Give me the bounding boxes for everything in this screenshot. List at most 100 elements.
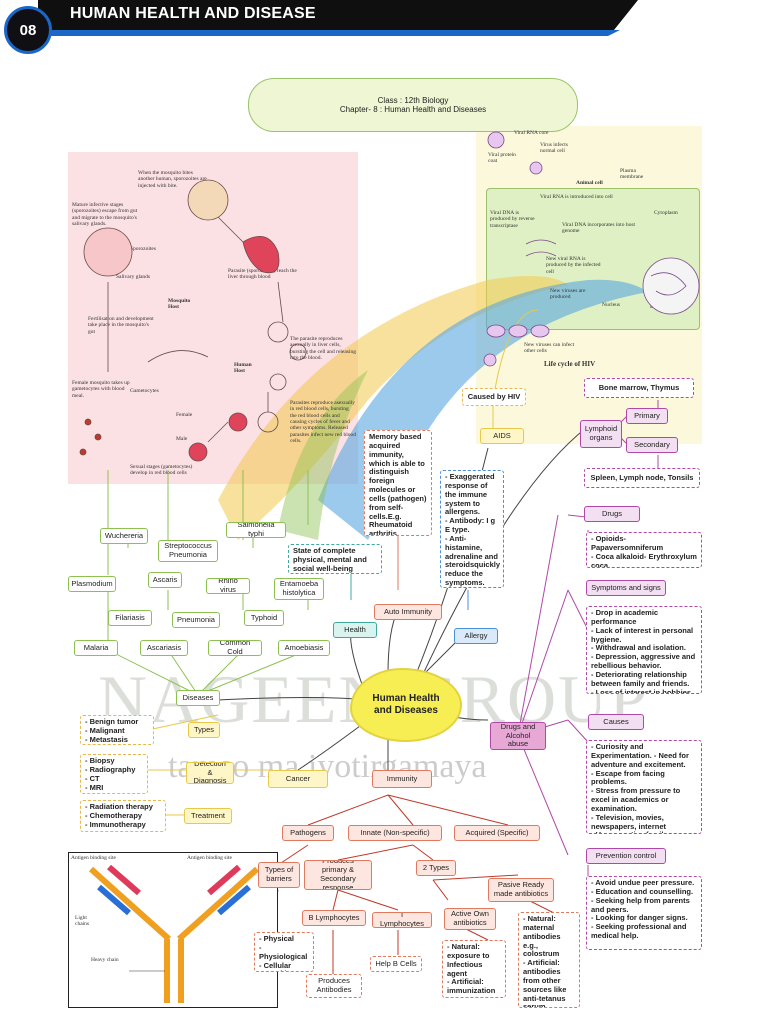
disease-plasmodium: Plasmodium <box>68 576 116 592</box>
hiv-illustration <box>483 131 700 367</box>
hiv-label-nucleus: Nucleus <box>602 302 621 308</box>
malaria-label-male: Male <box>176 436 188 442</box>
pathogen-entamoeba: Entamoeba histolytica <box>274 578 324 600</box>
active-immunity-node: Active Own antibiotics <box>444 908 496 930</box>
cancer-treatment-node: Treatment <box>184 808 232 824</box>
pathogen-ascaris: Ascaris <box>148 572 182 588</box>
pathogen-streptococcus: Streptococcus Pneumonia <box>158 540 218 562</box>
banner-class-line: Class : 12th Biology <box>377 95 449 105</box>
antibody-label-binding-left: Antigen binding site <box>71 855 116 861</box>
health-node: Health <box>333 622 377 638</box>
pathogen-salmonella: Salmonella typhi <box>226 522 286 538</box>
malaria-label-mosquito-host: Mosquito Host <box>168 298 191 311</box>
cancer-detection-list: - Biopsy - Radiography - CT - MRI <box>80 754 148 794</box>
auto-immunity-definition: Memory based acquired immunity, which is… <box>364 430 432 536</box>
antibody-y-shape <box>88 864 260 1003</box>
active-immunity-detail: - Natural: exposure to Infectious agent … <box>442 940 506 998</box>
hiv-label-introduced: Viral RNA is introduced into cell <box>540 194 613 200</box>
hiv-label-infect-other: New viruses can infect other cells <box>524 342 575 355</box>
malaria-label-sporozoites: Sporozoites <box>130 246 156 252</box>
causes-node: Causes <box>588 714 644 730</box>
malaria-label-human-host: Human Host <box>234 362 252 375</box>
symptoms-list: - Drop in academic performance - Lack of… <box>586 606 702 694</box>
drugs-alcohol-abuse-node: Drugs and Alcohol abuse <box>490 722 546 750</box>
aids-node: AIDS <box>480 428 524 444</box>
header-bar <box>38 0 638 30</box>
acquired-immunity-node: Acquired (Specific) <box>454 825 540 841</box>
pathogen-rhino-virus: Rhino virus <box>206 578 250 594</box>
chapter-banner: Class : 12th Biology Chapter- 8 : Human … <box>248 78 578 132</box>
disease-malaria: Malaria <box>74 640 118 656</box>
pathogen-wuchereria: Wuchereria <box>100 528 148 544</box>
aids-cause: Caused by HIV <box>462 388 526 406</box>
disease-amoebiasis: Amoebiasis <box>278 640 330 656</box>
primary-node: Primary <box>626 408 668 424</box>
hiv-label-animal-cell: Animal cell <box>576 180 603 186</box>
malaria-label-female: Female <box>176 412 193 418</box>
hiv-label-rna-core: Viral RNA core <box>514 130 549 136</box>
antibody-label-heavy: Heavy chain <box>91 957 119 963</box>
t-lymphocytes-node: T Lymphocytes <box>372 912 432 928</box>
health-definition: State of complete physical, mental and s… <box>288 544 382 574</box>
immunity-node: Immunity <box>372 770 432 788</box>
passive-immunity-detail: - Natural: maternal antibodies e.g., col… <box>518 912 580 1008</box>
malaria-label-rbc: Parasites reproduce asexually in red blo… <box>290 400 356 444</box>
primary-organs: Bone marrow, Thymus <box>584 378 694 398</box>
header-accent-stripe <box>38 30 620 36</box>
disease-common-cold: Common Cold <box>208 640 262 656</box>
malaria-illustration <box>79 179 307 462</box>
malaria-label-sexual: Sexual stages (gametocytes) develop in r… <box>130 464 193 477</box>
malaria-label-gametocytes: Gametocytes <box>130 388 159 394</box>
cancer-types-list: - Benign tumor - Malignant - Metastasis <box>80 715 154 745</box>
antibody-figure: Antigen binding site Antigen binding sit… <box>68 852 278 1008</box>
innate-immunity-node: Innate (Non-specific) <box>348 825 442 841</box>
chapter-title: HUMAN HEALTH AND DISEASE <box>70 5 316 22</box>
disease-pneumonia: Pneumonia <box>172 612 220 628</box>
cancer-treatment-list: - Radiation therapy - Chemotherapy - Imm… <box>80 800 166 832</box>
secondary-organs: Spleen, Lymph node, Tonsils <box>584 468 700 488</box>
prevention-list: - Avoid undue peer pressure. - Education… <box>586 876 702 950</box>
prevention-node: Prevention control <box>586 848 666 864</box>
malaria-label-fertilisation: Fertilisation and development take place… <box>88 316 154 335</box>
diseases-node: Diseases <box>176 690 220 706</box>
cancer-types-node: Types <box>188 722 220 738</box>
two-types-node: 2 Types <box>416 860 456 876</box>
malaria-label-salivary: Salivary glands <box>116 274 151 280</box>
barrier-types-list: - Physical - Physiological - Cellular - … <box>254 932 314 972</box>
cancer-detection-node: Detection & Diagnosis <box>186 762 234 784</box>
cancer-node: Cancer <box>268 770 328 788</box>
malaria-label-female-mosquito: Female mosquito takes up gametocytes wit… <box>72 380 130 399</box>
pathogens-node: Pathogens <box>282 825 334 841</box>
malaria-label-liver-cells: The parasite reproduces asexually in liv… <box>290 336 356 361</box>
mind-map-sheet: NAGEEN GROUP tamso ma jyotirgamaya <box>68 70 706 1010</box>
produces-antibodies-node: Produces Antibodies <box>306 974 362 998</box>
central-cloud <box>352 670 460 740</box>
immune-response-node: Produces primary & Secondary response <box>304 860 372 890</box>
allergy-definition: - Exaggerated response of the immune sys… <box>440 470 504 588</box>
hiv-label-reverse: Viral DNA is produced by reverse transcr… <box>490 210 535 229</box>
hiv-label-new-rna: New viral RNA is produced by the infecte… <box>546 256 601 275</box>
hiv-label-plasma: Plasma membrane <box>620 168 644 181</box>
hiv-label-new-viruses: New viruses are produced <box>550 288 586 301</box>
hiv-label-cytoplasm: Cytoplasm <box>654 210 678 216</box>
disease-filariasis: Filariasis <box>108 610 152 626</box>
chapter-number-badge: 08 <box>4 6 52 54</box>
antibody-label-binding-right: Antigen binding site <box>187 855 232 861</box>
hiv-label-incorporates: Viral DNA incorporates into host genome <box>562 222 635 235</box>
passive-immunity-node: Pasive Ready made antibiotics <box>488 878 554 902</box>
drugs-node: Drugs <box>584 506 640 522</box>
banner-chapter-line: Chapter- 8 : Human Health and Diseases <box>339 105 487 114</box>
hiv-label-protein-coat: Viral protein coat <box>488 152 516 165</box>
disease-typhoid: Typhoid <box>244 610 284 626</box>
help-b-cells-node: Help B Cells <box>370 956 422 972</box>
malaria-label-mature: Mature infective stages (sporozoites) es… <box>72 202 138 227</box>
barrier-types-node: Types of barriers <box>258 862 300 888</box>
causes-list: - Curiosity and Experimentation. - Need … <box>586 740 702 834</box>
b-lymphocytes-node: B Lymphocytes <box>302 910 366 926</box>
lymphoid-organs-node: Lymphoid organs <box>580 420 622 448</box>
drugs-list: - Opioids- Papaversomniferum - Coca alka… <box>586 532 702 568</box>
hiv-caption: Life cycle of HIV <box>544 360 596 368</box>
central-topic: Human Health and Diseases <box>372 693 440 716</box>
secondary-node: Secondary <box>626 437 678 453</box>
hiv-label-infects: Virus infects normal cell <box>540 142 568 155</box>
